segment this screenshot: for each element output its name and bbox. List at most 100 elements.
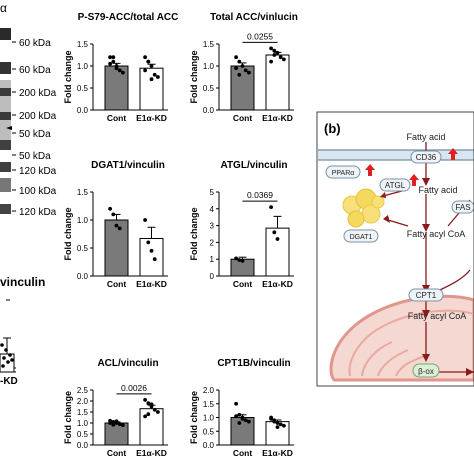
y-axis-label: Fold change — [63, 207, 73, 260]
y-tick-label: 1 — [210, 255, 215, 264]
data-point — [111, 55, 116, 60]
bar-e1a-kd — [265, 227, 290, 277]
upregulation-arrows — [365, 148, 458, 186]
blot-marker: 100 kDa — [19, 186, 57, 197]
partial-chart-title: vinculin — [0, 275, 45, 289]
cell-membrane — [318, 150, 474, 160]
data-point — [146, 401, 151, 406]
data-point — [237, 421, 242, 425]
y-tick-label: 2.0 — [203, 386, 215, 395]
cd36-node — [410, 150, 442, 164]
data-point — [234, 401, 239, 406]
partial-point — [2, 356, 6, 360]
blot-marker: 50 kDa — [19, 151, 51, 162]
blot-band — [0, 88, 11, 96]
x-tick-label: E1α-KD — [262, 113, 293, 123]
data-point — [108, 206, 112, 211]
blot-band — [0, 204, 11, 214]
data-point — [111, 422, 116, 427]
x-tick-label: Cont — [107, 113, 127, 123]
data-point — [272, 53, 277, 57]
data-point — [121, 70, 125, 75]
node-atgl: ATGL — [385, 181, 406, 190]
data-point — [121, 423, 125, 428]
data-point — [152, 407, 157, 412]
pathway-panel: (b) — [316, 111, 474, 387]
blot-marker: 200 kDa — [19, 111, 57, 122]
blot-band — [0, 162, 11, 172]
node-fatty-acid-mid: Fatty acid — [418, 185, 457, 195]
blot-band — [0, 178, 11, 192]
data-point — [143, 55, 148, 60]
data-point — [282, 57, 286, 62]
p-value: 0.0369 — [247, 190, 273, 200]
data-point — [243, 68, 248, 73]
partial-point — [10, 358, 14, 362]
chart-title: CPT1B/vinculin — [217, 358, 290, 369]
p-value: 0.0026 — [121, 383, 147, 393]
panel-border — [316, 111, 474, 387]
mitochondrion — [329, 294, 474, 382]
data-point — [108, 421, 112, 425]
bar-e1a-kd — [265, 54, 290, 111]
data-point — [143, 414, 148, 419]
node-fatty-acyl-coa-mito: Fatty acyl CoA — [408, 311, 467, 321]
data-point — [278, 422, 283, 427]
data-point — [114, 223, 119, 228]
y-axis-label: Fold change — [63, 50, 73, 103]
y-tick-label: 1.0 — [77, 216, 89, 225]
data-point — [149, 402, 154, 407]
data-point — [111, 212, 116, 217]
dgat1-node — [343, 229, 379, 243]
data-point — [152, 257, 157, 262]
data-point — [247, 70, 251, 75]
data-point — [269, 205, 273, 210]
partial-point — [0, 343, 4, 347]
chart-title: P-S79-ACC/total ACC — [78, 12, 179, 23]
y-tick-label: 2.0 — [77, 397, 89, 406]
data-point — [149, 77, 154, 82]
x-tick-label: Cont — [233, 448, 253, 458]
panel-label: (b) — [324, 121, 341, 136]
blot-marker: 120 kDa — [19, 166, 57, 177]
y-axis-label: Fold change — [63, 391, 73, 444]
y-tick-label: 0.5 — [203, 84, 215, 93]
blot-band — [0, 80, 11, 140]
y-tick-label: 0 — [210, 272, 215, 281]
data-point — [272, 48, 277, 53]
partial-point — [4, 348, 8, 352]
x-tick-label: Cont — [107, 448, 127, 458]
data-point — [152, 72, 157, 77]
partial-chart: vinculin -KD — [0, 275, 45, 387]
data-point — [269, 59, 273, 64]
y-tick-label: 1.0 — [77, 419, 89, 428]
data-point — [282, 423, 286, 428]
x-tick-label: Cont — [107, 279, 127, 289]
data-point — [117, 422, 122, 426]
data-point — [143, 398, 148, 402]
data-point — [117, 68, 122, 73]
blot-header: α — [0, 1, 7, 15]
data-point — [278, 55, 283, 60]
cpt1-node — [408, 288, 444, 302]
y-tick-label: 0.5 — [203, 427, 215, 436]
y-tick-label: 1.5 — [203, 40, 215, 49]
data-point — [146, 240, 151, 245]
data-point — [149, 248, 154, 253]
data-point — [156, 410, 160, 414]
data-point — [117, 226, 122, 231]
bar-e1a-kd — [139, 67, 164, 111]
y-tick-label: 0.0 — [77, 272, 89, 281]
data-point — [272, 419, 277, 424]
node-fatty-acid-top: Fatty acid — [406, 132, 445, 142]
x-tick-label: E1α-KD — [136, 113, 167, 123]
blot-band — [0, 112, 11, 120]
p-value: 0.0255 — [247, 31, 273, 41]
blot-marker: 120 kDa — [19, 207, 57, 218]
blot-marker: 50 kDa — [19, 129, 51, 140]
node-beta-ox: β-ox — [418, 367, 434, 376]
blot-band — [0, 62, 11, 74]
bar-e1a-kd — [139, 408, 164, 446]
blot-band — [0, 140, 11, 150]
y-tick-label: 1.5 — [77, 408, 89, 417]
